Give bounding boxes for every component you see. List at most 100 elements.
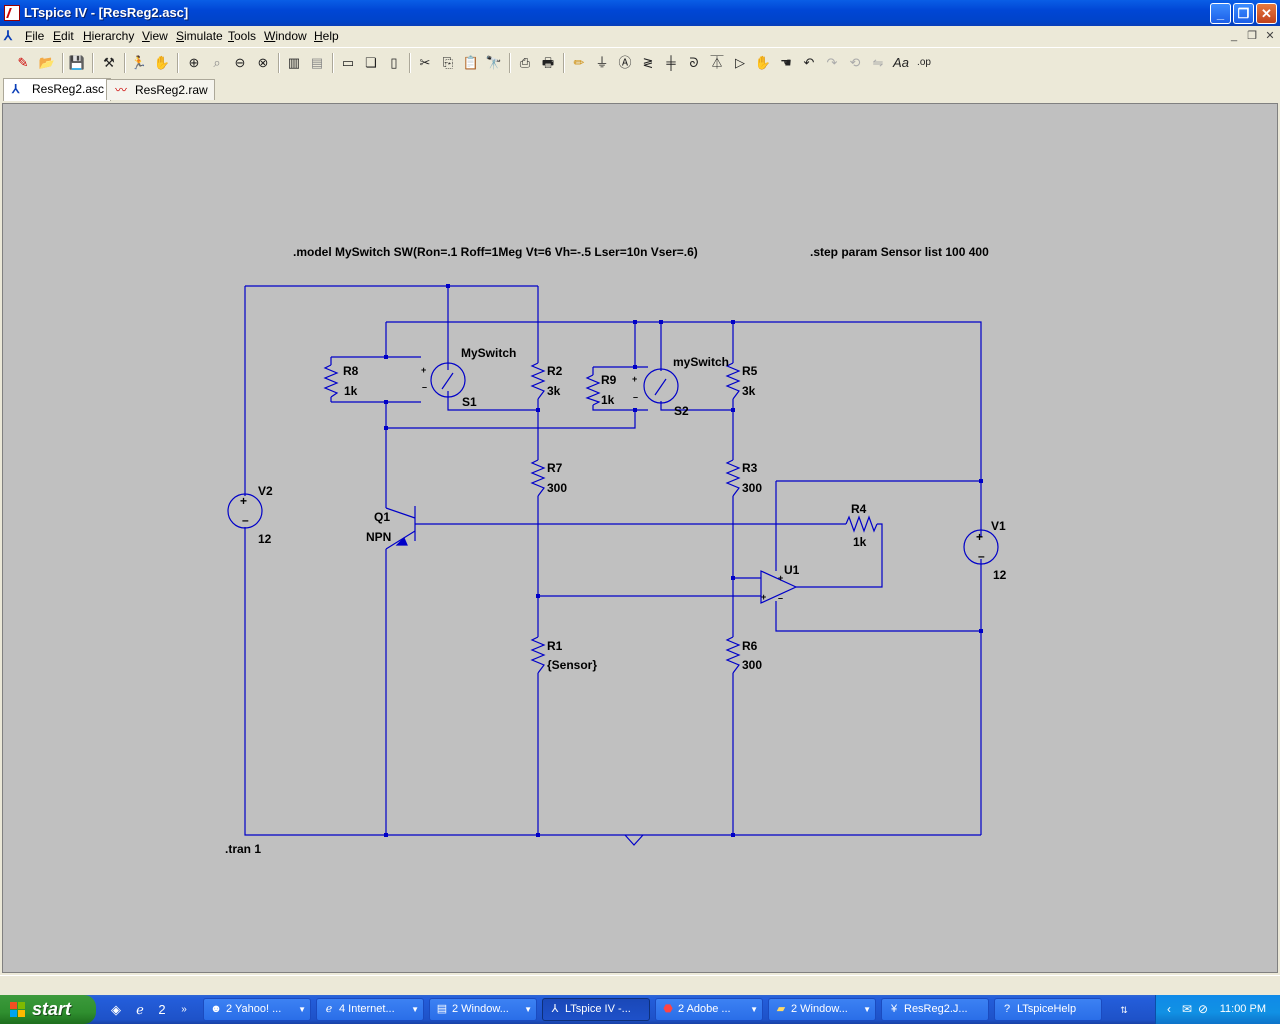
menu-file[interactable]: File: [25, 29, 45, 43]
tile-horizontal-icon[interactable]: ▭: [341, 55, 355, 70]
menu-hierarchy[interactable]: Hierarchy: [83, 29, 135, 43]
doc-close-icon[interactable]: ✕: [1265, 30, 1275, 42]
model-directive[interactable]: .model MySwitch SW(Ron=.1 Roff=1Meg Vt=6…: [293, 245, 698, 259]
taskbar-scroll-icon[interactable]: ⇅: [1120, 1005, 1128, 1015]
text-icon[interactable]: Aa: [893, 55, 909, 70]
menu-help[interactable]: Help: [314, 29, 339, 43]
r2-value[interactable]: 3k: [547, 384, 561, 398]
task-windows-1[interactable]: ▤ 2 Window... ▼: [429, 998, 537, 1021]
menu-edit[interactable]: Edit: [53, 29, 74, 43]
tile-vertical-icon[interactable]: ▯: [390, 55, 398, 70]
paste-icon[interactable]: 📋: [462, 55, 480, 70]
move-icon[interactable]: ✋: [754, 55, 772, 70]
v1-name[interactable]: V1: [991, 519, 1006, 533]
halt-icon[interactable]: ✋: [153, 55, 171, 70]
print-setup-icon[interactable]: ⎙: [519, 55, 531, 70]
zoom-in-icon[interactable]: ⊕: [188, 55, 200, 70]
zoom-fit-icon[interactable]: ⊗: [257, 55, 269, 70]
menu-view[interactable]: View: [142, 29, 168, 43]
q1-name[interactable]: Q1: [374, 510, 390, 524]
ground-icon[interactable]: ⏚: [595, 55, 609, 70]
task-windows-2[interactable]: ▰ 2 Window... ▼: [768, 998, 876, 1021]
r7-value[interactable]: 300: [547, 481, 567, 495]
r9-name[interactable]: R9: [601, 373, 617, 387]
security-icon[interactable]: ⊘: [1197, 1002, 1209, 1016]
component-icon[interactable]: ▷: [735, 55, 745, 70]
menu-simulate[interactable]: Simulate: [176, 29, 223, 43]
spice-directive-icon[interactable]: .op: [917, 57, 931, 68]
quicklaunch-overflow-icon[interactable]: »: [181, 1004, 187, 1015]
wire-icon[interactable]: ✏: [573, 55, 585, 70]
autorange-icon[interactable]: ▥: [287, 55, 301, 70]
r4-value[interactable]: 1k: [853, 535, 867, 549]
task-internet-explorer[interactable]: ℯ 4 Internet... ▼: [316, 998, 424, 1021]
r6-name[interactable]: R6: [742, 639, 758, 653]
r2-name[interactable]: R2: [547, 364, 563, 378]
r5-name[interactable]: R5: [742, 364, 758, 378]
v2-name[interactable]: V2: [258, 484, 273, 498]
schematic-canvas[interactable]: + – + – + – + – + + –: [2, 103, 1278, 973]
start-button[interactable]: start: [0, 995, 96, 1024]
manual-limits-icon[interactable]: ▤: [310, 55, 324, 70]
task-adobe[interactable]: ⬣ 2 Adobe ... ▼: [655, 998, 763, 1021]
capacitor-icon[interactable]: ╪: [666, 55, 676, 70]
diode-icon[interactable]: ⏄: [710, 55, 724, 70]
print-icon[interactable]: 🖶: [541, 55, 555, 70]
cascade-icon[interactable]: ❏: [365, 55, 377, 70]
close-button[interactable]: ✕: [1256, 3, 1277, 24]
undo-icon[interactable]: ↶: [803, 55, 815, 70]
clock[interactable]: 11:00 PM: [1219, 1003, 1266, 1015]
pan-icon[interactable]: ⌕: [213, 55, 221, 70]
copy-icon[interactable]: ⎘: [442, 55, 454, 70]
restore-button[interactable]: ❐: [1233, 3, 1254, 24]
drag-icon[interactable]: ☚: [780, 55, 792, 70]
r9-value[interactable]: 1k: [601, 393, 615, 407]
doc-minimize-icon[interactable]: _: [1230, 30, 1238, 42]
r8-value[interactable]: 1k: [344, 384, 358, 398]
tab-schematic[interactable]: ⅄ ResReg2.asc: [3, 78, 112, 101]
r7-name[interactable]: R7: [547, 461, 563, 475]
r3-value[interactable]: 300: [742, 481, 762, 495]
task-yahoo[interactable]: ☻ 2 Yahoo! ... ▼: [203, 998, 311, 1021]
tray-expand-icon[interactable]: ‹: [1167, 1002, 1171, 1016]
r4-name[interactable]: R4: [851, 502, 867, 516]
task-ltspice-help[interactable]: ? LTspiceHelp: [994, 998, 1102, 1021]
quicklaunch-count[interactable]: 2: [158, 1002, 166, 1017]
rotate-icon[interactable]: ⟲: [849, 55, 861, 70]
s2-name[interactable]: S2: [674, 404, 689, 418]
ie-quicklaunch-icon[interactable]: ℯ: [136, 1002, 144, 1017]
document-system-menu-icon[interactable]: ⅄: [4, 28, 12, 43]
s1-model[interactable]: MySwitch: [461, 346, 516, 360]
step-directive[interactable]: .step param Sensor list 100 400: [810, 245, 989, 259]
save-icon[interactable]: 💾: [68, 55, 86, 70]
r8-name[interactable]: R8: [343, 364, 359, 378]
menu-window[interactable]: Window: [264, 29, 307, 43]
cut-icon[interactable]: ✂: [419, 55, 431, 70]
redo-icon[interactable]: ↷: [826, 55, 838, 70]
find-icon[interactable]: 🔭: [485, 55, 503, 70]
show-desktop-icon[interactable]: ◈: [111, 1002, 121, 1017]
task-resreg2-file[interactable]: ¥ ResReg2.J...: [881, 998, 989, 1021]
open-icon[interactable]: 📂: [38, 55, 56, 70]
r1-value[interactable]: {Sensor}: [547, 658, 597, 672]
v2-value[interactable]: 12: [258, 532, 272, 546]
s1-name[interactable]: S1: [462, 395, 477, 409]
run-icon[interactable]: 🏃: [130, 55, 148, 70]
tab-waveform[interactable]: 〰 ResReg2.raw: [106, 79, 215, 100]
zoom-out-icon[interactable]: ⊖: [234, 55, 246, 70]
new-schematic-icon[interactable]: ✎: [17, 55, 29, 70]
tran-directive[interactable]: .tran 1: [225, 842, 261, 856]
inductor-icon[interactable]: ᘐ: [689, 55, 699, 70]
r5-value[interactable]: 3k: [742, 384, 756, 398]
mail-icon[interactable]: ✉: [1181, 1002, 1193, 1016]
s2-model[interactable]: mySwitch: [673, 355, 729, 369]
ltspice-app-icon[interactable]: [4, 5, 20, 21]
control-panel-icon[interactable]: ⚒: [103, 55, 115, 70]
r6-value[interactable]: 300: [742, 658, 762, 672]
resistor-icon[interactable]: ≷: [642, 55, 654, 70]
u1-name[interactable]: U1: [784, 563, 800, 577]
v1-value[interactable]: 12: [993, 568, 1007, 582]
q1-model[interactable]: NPN: [366, 530, 391, 544]
r1-name[interactable]: R1: [547, 639, 563, 653]
r3-name[interactable]: R3: [742, 461, 758, 475]
